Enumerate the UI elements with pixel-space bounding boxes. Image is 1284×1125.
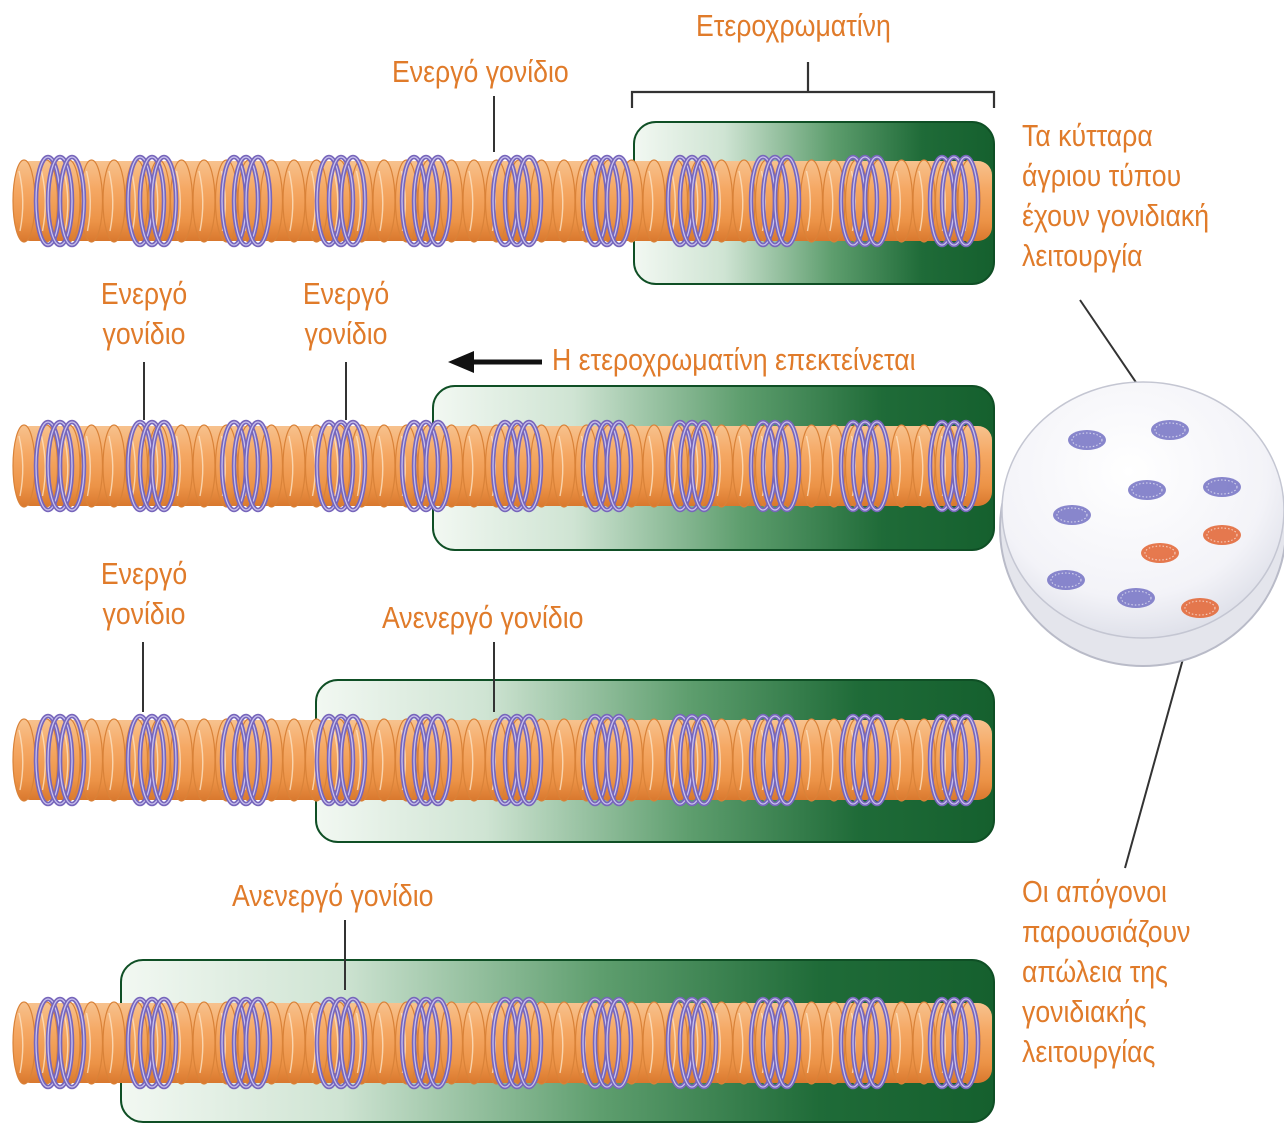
nucleosome [373, 160, 395, 242]
nucleosome [193, 719, 215, 801]
offspring-loss-label: Οι απόγονοι παρουσιάζουν απώλεια της γον… [1022, 872, 1191, 1072]
nucleosome [103, 719, 125, 801]
heterochromatin-label: Ετεροχρωματίνη [696, 6, 891, 46]
nucleosome [801, 719, 823, 801]
nucleosome [283, 719, 305, 801]
nucleosome [463, 425, 485, 507]
chromatin-strand-4 [13, 960, 994, 1122]
nucleosome [193, 1002, 215, 1084]
spreading-arrow [448, 351, 542, 373]
active-gene-label-strand3: Ενεργό γονίδιο [92, 554, 195, 634]
active-gene-label-strand2-a: Ενεργό γονίδιο [92, 274, 195, 354]
nucleosome [801, 160, 823, 242]
nucleosome [283, 160, 305, 242]
wild-type-cells-label: Τα κύτταρα άγριου τύπου έχουν γονιδιακή … [1022, 116, 1209, 276]
nucleosome [13, 425, 35, 507]
nucleosome [643, 719, 665, 801]
inactive-gene-label-strand3: Ανενεργό γονίδιο [382, 598, 583, 638]
nucleosome [373, 719, 395, 801]
spreading-label: Η ετεροχρωματίνη επεκτείνεται [552, 340, 916, 380]
nucleosome [891, 160, 913, 242]
chromatin-strand-2 [13, 386, 994, 550]
nucleosome [463, 1002, 485, 1084]
nucleosome [891, 719, 913, 801]
nucleosome [193, 160, 215, 242]
nucleosome [283, 425, 305, 507]
inactive-gene-label-strand4: Ανενεργό γονίδιο [232, 876, 433, 916]
nucleosome [373, 1002, 395, 1084]
nucleosome [463, 719, 485, 801]
petri-dish [1000, 382, 1284, 666]
nucleosome [103, 425, 125, 507]
nucleosome [801, 425, 823, 507]
nucleosome [13, 719, 35, 801]
nucleosome [373, 425, 395, 507]
nucleosome [643, 160, 665, 242]
nucleosome [891, 425, 913, 507]
nucleosome [891, 1002, 913, 1084]
nucleosome [553, 160, 575, 242]
active-gene-label-strand1: Ενεργό γονίδιο [392, 52, 569, 92]
nucleosome [103, 1002, 125, 1084]
nucleosome [13, 1002, 35, 1084]
nucleosome [643, 425, 665, 507]
chromatin-strand-3 [13, 680, 994, 842]
nucleosome [553, 425, 575, 507]
nucleosome [103, 160, 125, 242]
chromatin-strand-1 [13, 122, 994, 284]
nucleosome [553, 1002, 575, 1084]
nucleosome [801, 1002, 823, 1084]
nucleosome [463, 160, 485, 242]
nucleosome [643, 1002, 665, 1084]
heterochromatin-bracket [632, 62, 994, 108]
nucleosome [283, 1002, 305, 1084]
nucleosome [13, 160, 35, 242]
nucleosome [193, 425, 215, 507]
active-gene-label-strand2-b: Ενεργό γονίδιο [294, 274, 397, 354]
nucleosome [553, 719, 575, 801]
